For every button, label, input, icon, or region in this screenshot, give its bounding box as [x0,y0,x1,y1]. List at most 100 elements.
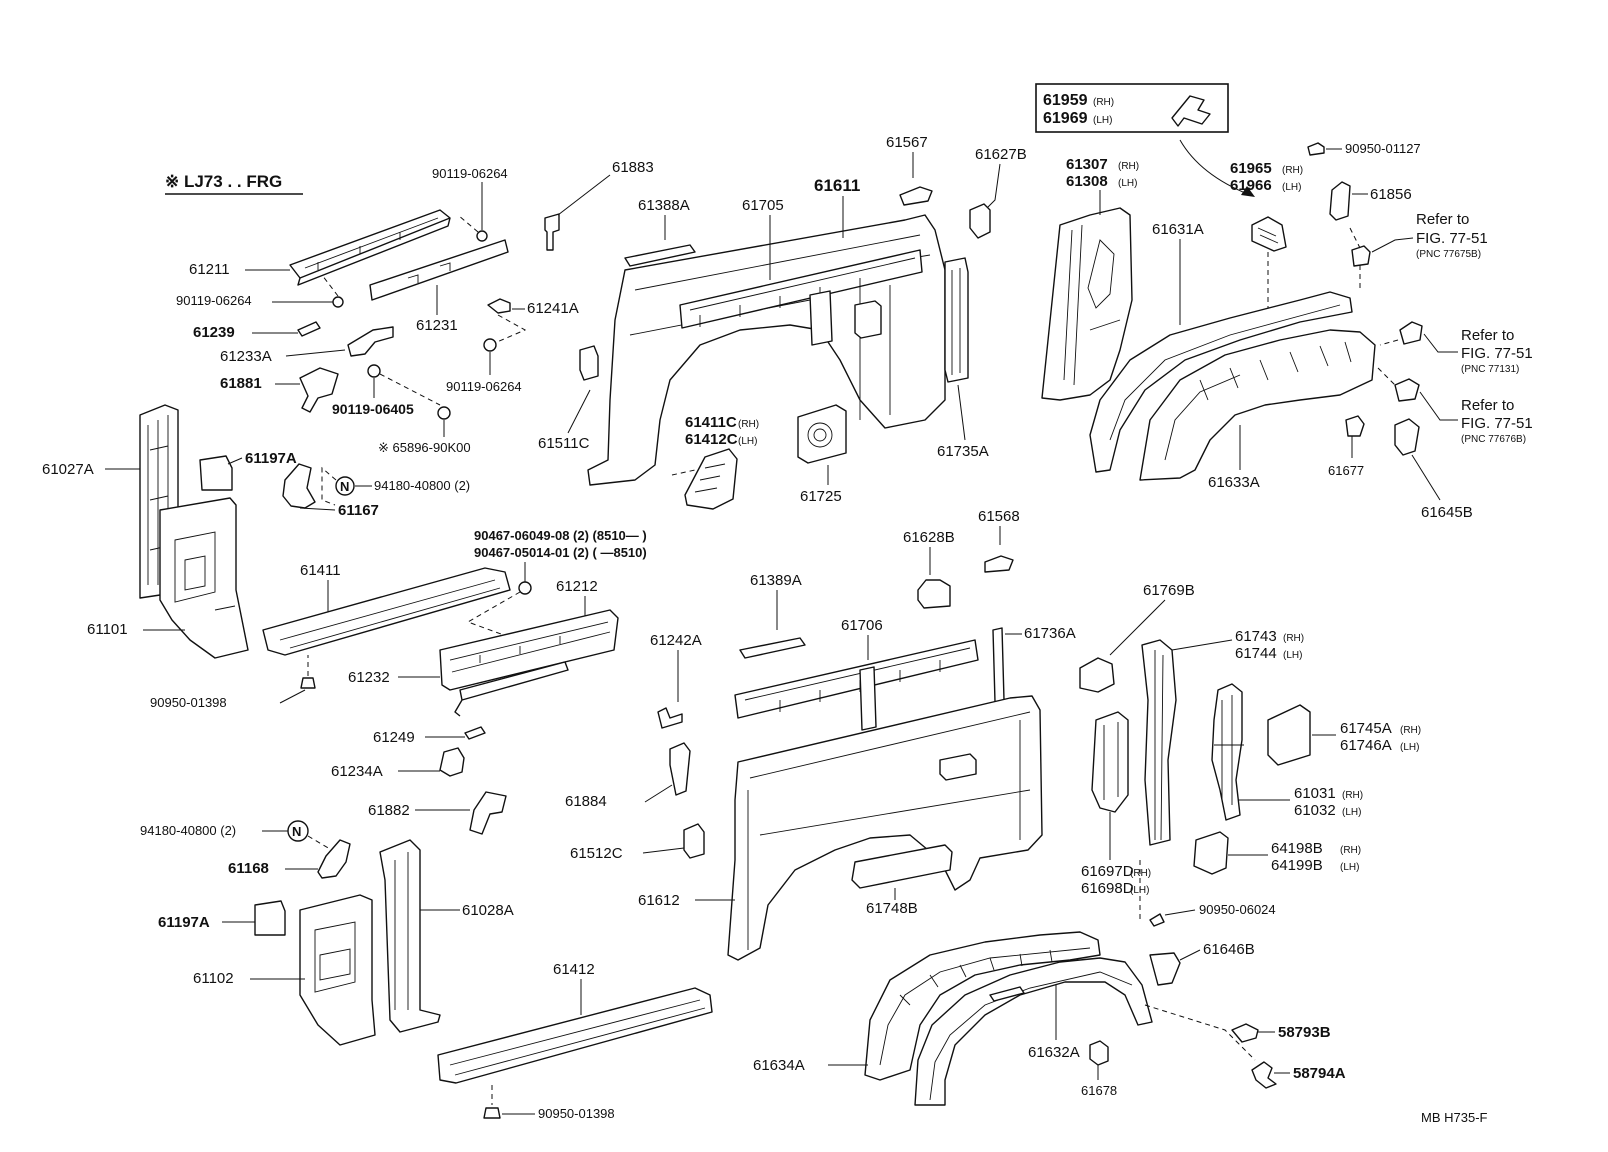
part-61197A-a-drawing [199,455,233,491]
part-61411-detail [279,579,501,649]
part-61307-detail [1063,224,1121,386]
label-61646B: 61646B [1203,941,1255,958]
part-61027A-detail [147,415,169,585]
part-61883-drawing [544,213,560,251]
label-61567: 61567 [886,134,928,151]
ref-c-pnc: (PNC 77676B) [1461,434,1526,445]
part-61511C-drawing [579,345,599,381]
part-61678-drawing [1089,1040,1109,1066]
inset-frame [1035,83,1229,133]
label-61744: 61744 [1235,645,1277,662]
footer-code: MB H735-F [1421,1110,1488,1125]
label-61884: 61884 [565,793,607,810]
dash-ref-c [1377,367,1396,386]
part-61412-detail [449,999,706,1076]
part-61884-drawing [669,742,691,796]
part-61697D-drawing [1091,711,1129,813]
part-61706-drawing [734,639,979,719]
leader-61645B [1411,454,1441,501]
part-ref-b-drawing [1399,321,1423,345]
part-61633A-drawing [1139,329,1376,481]
part-ref-c-drawing [1394,378,1420,402]
part-61631A-detail [1109,304,1341,441]
label-58794A: 58794A [1293,1065,1346,1082]
part-61725-cap-inner [813,428,827,442]
leader-61627B [984,163,1001,211]
part-61743-detail [1154,650,1164,841]
leader-61197A-a [227,457,243,465]
label-61627B: 61627B [975,146,1027,163]
label-61102: 61102 [193,970,234,987]
label-61965-suffix: (RH) [1282,165,1303,176]
part-61882-drawing [469,791,507,835]
part-ref-a-drawing [1351,245,1371,267]
label-61736A: 61736A [1024,625,1076,642]
part-61645B-drawing [1394,418,1420,456]
part-61231-detail [407,262,451,283]
leader-61167 [299,507,336,511]
label-61743: 61743 [1235,628,1277,645]
label-61234A: 61234A [331,763,383,780]
ref-c-line1: Refer to [1461,397,1514,414]
part-61627B-drawing [969,203,991,239]
leader-61884 [644,784,673,803]
label-61211: 61211 [189,261,230,278]
part-61102-drawing [299,894,376,1046]
inset-part-lh: 61969 [1043,110,1088,127]
label-61197A-a: 61197A [245,450,297,467]
clip-90950-06024 [1149,913,1165,927]
label-61028A: 61028A [462,902,514,919]
part-61233A-drawing [347,326,394,357]
ref-b-line2: FIG. 77-51 [1461,345,1533,362]
label-61307: 61307 [1066,156,1108,173]
part-61748B-drawing [851,844,953,889]
label-61769B: 61769B [1143,582,1195,599]
part-61231-drawing [369,239,509,301]
dash-ref-b [1379,339,1399,346]
part-61632A-tag [989,986,1025,1002]
label-90119-b: 90119-06264 [176,293,252,308]
part-61634A-detail [879,947,1091,1066]
label-61032: 61032 [1294,802,1336,819]
label-61511C: 61511C [538,435,590,452]
part-61611-bracket [809,290,833,346]
nut-symbol-a: N [340,479,349,494]
dash-61411C [671,469,696,476]
part-61234A-drawing [439,747,465,777]
label-90119-06405: 90119-06405 [332,401,414,417]
leader-61511C [567,389,591,434]
part-61745A-drawing [1267,704,1311,766]
label-65896: ※ 65896-90K00 [378,440,471,455]
part-61628B-drawing [917,579,951,609]
leader-ref-a [1371,237,1414,253]
label-61883: 61883 [612,159,654,176]
ref-a-line1: Refer to [1416,211,1469,228]
label-90119-a: 90119-06264 [432,166,508,181]
part-61567-drawing [899,186,933,206]
label-61744-suffix: (LH) [1283,650,1302,661]
part-61634A-drawing [864,931,1101,1081]
label-61308-suffix: (LH) [1118,178,1137,189]
part-61736A-drawing [992,627,1005,703]
dash-58793B [1144,1004,1256,1061]
part-61612-detail [747,711,1031,950]
label-61031-suffix: (RH) [1342,790,1363,801]
label-61308: 61308 [1066,173,1108,190]
label-90467-a: 90467-06049-08 (2) (8510— ) [474,528,647,543]
ref-b-line1: Refer to [1461,327,1514,344]
part-61028A-drawing [379,839,441,1033]
label-61232: 61232 [348,669,390,686]
label-61031: 61031 [1294,785,1336,802]
part-61612-drawing [727,695,1043,961]
label-61725: 61725 [800,488,842,505]
clip-90950-01398-a [300,677,316,689]
label-61612: 61612 [638,892,680,909]
label-61746A: 61746A [1340,737,1392,754]
label-61212: 61212 [556,578,598,595]
part-61568-drawing [984,555,1014,573]
nut-symbol-b: N [292,824,301,839]
label-94180-b: 94180-40800 (2) [140,823,236,838]
label-61745A: 61745A [1340,720,1392,737]
part-61307-drawing [1041,207,1133,401]
part-61769B-drawing [1079,657,1115,693]
